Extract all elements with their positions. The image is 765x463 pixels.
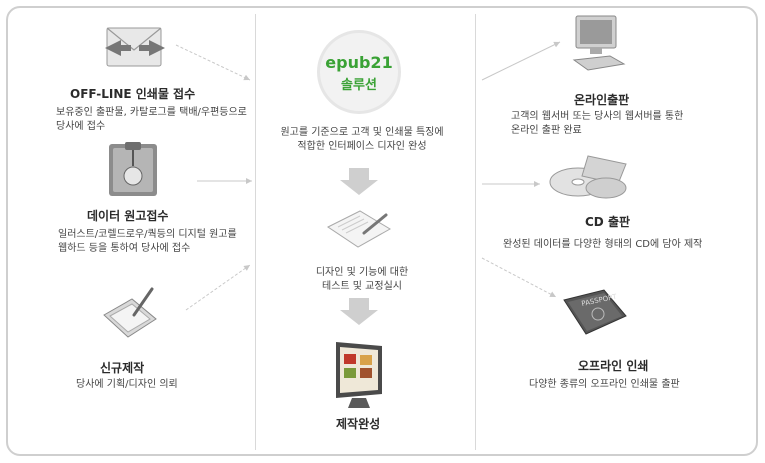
online-publishing-title: 온라인출판	[574, 93, 630, 107]
passport-book-icon: PASSPORT	[560, 286, 630, 346]
arrow-offline-to-center	[175, 44, 251, 81]
new-production-desc: 당사에 기획/디자인 의뢰	[76, 379, 178, 390]
data-intake-title: 데이터 원고접수	[87, 209, 169, 223]
folder-icon	[103, 140, 165, 206]
divider-right	[475, 14, 476, 450]
offline-intake-title: OFF-LINE 인쇄물 접수	[70, 87, 196, 101]
pda-stylus-icon	[98, 285, 162, 349]
arrow-center-to-online	[481, 41, 561, 81]
data-intake-desc-2: 웹하드 등을 통하여 당사에 접수	[58, 243, 191, 254]
cd-discs-icon	[548, 148, 632, 208]
epub21-solution-badge: epub21 솔루션	[317, 30, 401, 114]
arrow-center-to-print	[481, 257, 557, 298]
brand-name: epub21	[325, 53, 393, 72]
arrow-new-to-center	[185, 264, 251, 311]
production-complete-title: 제작완성	[336, 417, 381, 431]
down-arrow-1	[340, 168, 378, 195]
document-pen-icon	[324, 203, 394, 255]
design-step-desc-1: 원고를 기준으로 고객 및 인쇄물 특징에	[280, 127, 444, 138]
envelope-icon	[103, 18, 167, 78]
design-step-desc-2: 적합한 인터페이스 디자인 완성	[297, 141, 427, 152]
online-publishing-desc-2: 온라인 출판 완료	[511, 125, 582, 136]
cd-publishing-title: CD 출판	[585, 215, 631, 229]
new-production-title: 신규제작	[100, 361, 145, 375]
offline-print-title: 오프라인 인쇄	[578, 359, 649, 373]
offline-print-desc: 다양한 종류의 오프라인 인쇄물 출판	[529, 379, 680, 390]
data-intake-desc-1: 일러스트/코렐드로우/쿽등의 디지털 원고를	[58, 229, 237, 240]
test-step-desc-1: 디자인 및 기능에 대한	[315, 267, 409, 278]
online-publishing-desc-1: 고객의 웹서버 또는 당사의 웹서버를 통한	[511, 111, 684, 122]
offline-intake-desc-1: 보유중인 출판물, 카탈로그를 택배/우편등으로	[56, 107, 247, 118]
offline-intake-desc-2: 당사에 접수	[56, 121, 106, 132]
computer-icon	[566, 12, 630, 80]
monitor-catalog-icon	[330, 338, 390, 416]
brand-sub: 솔루션	[341, 78, 377, 93]
test-step-desc-2: 테스트 및 교정실시	[322, 281, 402, 292]
down-arrow-2	[340, 298, 378, 325]
cd-publishing-desc: 완성된 데이터를 다양한 형태의 CD에 담아 제작	[503, 239, 703, 250]
divider-left	[255, 14, 256, 450]
